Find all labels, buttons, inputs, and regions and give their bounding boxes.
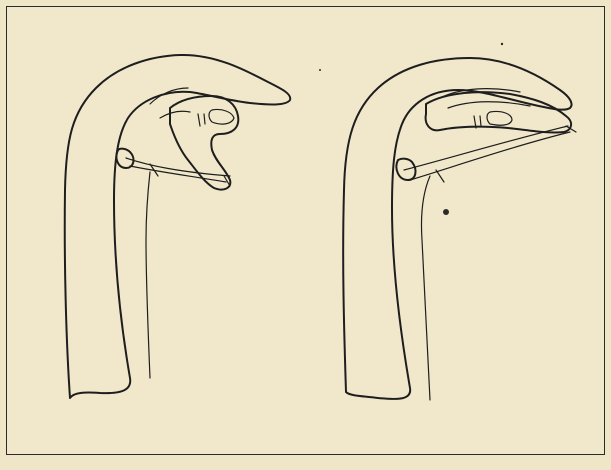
ink-speck xyxy=(319,69,321,71)
left-fingernail xyxy=(209,109,234,124)
left-hand-figure xyxy=(65,55,291,398)
right-hand-figure xyxy=(343,58,576,400)
right-fingernail xyxy=(487,111,512,125)
right-arm-inner-line xyxy=(421,176,430,400)
right-arm-outline xyxy=(343,58,571,399)
left-wrist-knot xyxy=(116,149,133,168)
left-knuckle-crease xyxy=(198,114,205,126)
right-knot-tail xyxy=(436,126,576,182)
ink-speck xyxy=(443,209,449,215)
ink-speck xyxy=(501,43,503,45)
right-thread xyxy=(404,126,568,170)
left-arm-outline xyxy=(65,55,291,398)
right-thread-lower xyxy=(410,132,570,180)
right-finger xyxy=(426,92,571,132)
left-arm-inner-line xyxy=(146,172,150,378)
left-thread xyxy=(126,158,230,176)
